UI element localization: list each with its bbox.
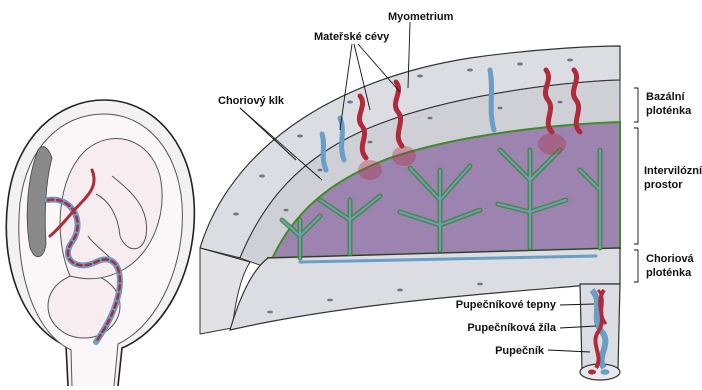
- cord-vessel-cross-section-2: [601, 369, 610, 375]
- label-chorionic-plate-line2: ploténka: [646, 267, 692, 279]
- label-umbilical-arteries: Pupečníkové tepny: [456, 299, 557, 311]
- uterus-overview-illustration: [6, 100, 194, 386]
- label-basal-plate-line1: Bazální: [646, 91, 685, 103]
- cord-vessel-cross-section: [588, 370, 596, 375]
- label-intervillous-line1: Intervilózní: [644, 165, 702, 177]
- fetus-head: [48, 274, 120, 338]
- label-basal-plate-line2: ploténka: [646, 105, 692, 117]
- umbilical-cord-section: [580, 284, 620, 380]
- label-chorionic-villus: Choriový klk: [218, 95, 285, 107]
- label-umbilical-vein: Pupečníková žíla: [467, 322, 557, 334]
- label-intervillous-line2: prostor: [644, 179, 683, 191]
- label-maternal-vessels: Mateřské cévy: [314, 31, 390, 43]
- label-umbilical-cord: Pupečník: [495, 345, 545, 357]
- label-myometrium: Myometrium: [388, 11, 454, 23]
- label-chorionic-plate-line1: Choriová: [646, 253, 695, 265]
